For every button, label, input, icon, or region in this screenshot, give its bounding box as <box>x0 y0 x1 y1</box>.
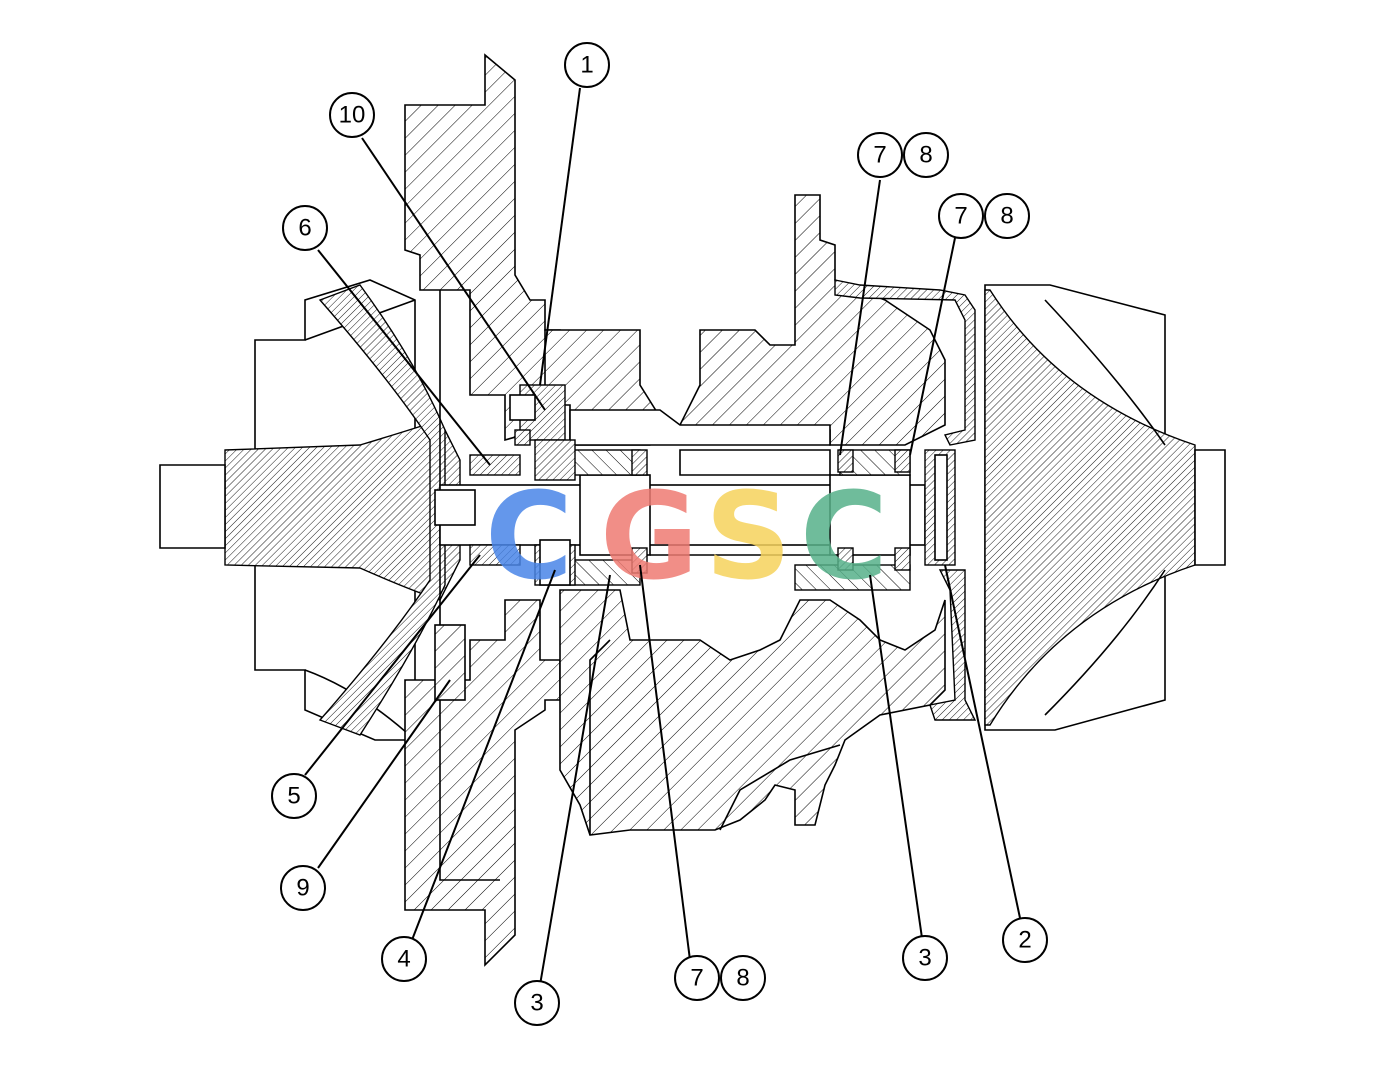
leader-3a <box>539 574 611 986</box>
shaft <box>439 449 926 556</box>
leader-6 <box>317 249 491 466</box>
watermark-letter-c1: C <box>485 468 573 607</box>
leader-7b <box>909 237 956 456</box>
callout-9: 9 <box>280 865 326 911</box>
callout-8-bottom: 8 <box>720 955 766 1001</box>
callout-7-bottom: 7 <box>674 955 720 1001</box>
leader-lines <box>304 87 1021 986</box>
callout-6: 6 <box>282 205 328 251</box>
callout-7-bottom-label: 7 <box>690 965 703 992</box>
thrust-and-seal-parts <box>434 384 576 701</box>
callout-8-upper-left: 8 <box>903 132 949 178</box>
callout-4-label: 4 <box>397 946 410 973</box>
callout-4: 4 <box>381 936 427 982</box>
leader-3b <box>869 574 923 939</box>
callout-1-label: 1 <box>580 52 593 79</box>
bearing-housing <box>544 194 946 836</box>
callouts: 1 10 6 7 8 7 8 5 <box>271 42 1048 1026</box>
callout-8-upper-right: 8 <box>984 193 1030 239</box>
journal-bearings <box>569 449 911 591</box>
turbine-heat-shield <box>834 279 977 721</box>
callout-5: 5 <box>271 773 317 819</box>
leader-7a <box>839 179 881 456</box>
callout-8-upper-right-label: 8 <box>1000 203 1013 230</box>
callout-3-right: 3 <box>902 935 948 981</box>
callout-2: 2 <box>1002 917 1048 963</box>
leader-1 <box>539 87 581 386</box>
watermark-letter-g: G <box>600 468 699 607</box>
leader-7c <box>639 564 691 961</box>
callout-7-upper-right: 7 <box>938 193 984 239</box>
leader-5 <box>304 554 481 776</box>
callout-1: 1 <box>564 42 610 88</box>
watermark-letter-c2: C <box>800 468 888 607</box>
callout-10-label: 10 <box>339 102 366 129</box>
callout-7-upper-left-label: 7 <box>873 142 886 169</box>
callout-3-left: 3 <box>514 980 560 1026</box>
callout-3-left-label: 3 <box>530 990 543 1017</box>
callout-5-label: 5 <box>287 783 300 810</box>
leader-2 <box>944 564 1021 919</box>
callout-10: 10 <box>329 92 375 138</box>
callout-3-right-label: 3 <box>918 945 931 972</box>
callout-9-label: 9 <box>296 875 309 902</box>
turbine-wheel <box>984 284 1226 731</box>
callout-8-upper-left-label: 8 <box>919 142 932 169</box>
leader-10 <box>361 137 546 411</box>
callout-7-upper-right-label: 7 <box>954 203 967 230</box>
callout-7-upper-left: 7 <box>857 132 903 178</box>
leader-4 <box>411 569 556 941</box>
callout-8-bottom-label: 8 <box>736 965 749 992</box>
callout-6-label: 6 <box>298 215 311 242</box>
compressor-wheel <box>159 279 461 741</box>
callout-2-label: 2 <box>1018 927 1031 954</box>
leader-9 <box>317 679 451 869</box>
gsc-watermark: C G S C <box>485 468 888 607</box>
watermark-letter-s: S <box>705 468 791 607</box>
